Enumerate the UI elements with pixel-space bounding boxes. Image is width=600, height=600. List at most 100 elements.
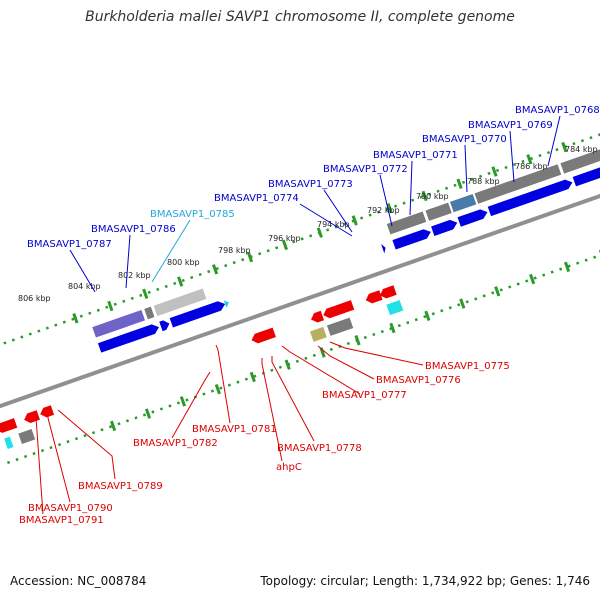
feature-block[interactable] xyxy=(386,300,404,316)
major-tick xyxy=(214,383,221,395)
major-tick xyxy=(351,215,358,226)
leader-line xyxy=(409,160,413,216)
leader-line xyxy=(215,344,231,424)
gene-label[interactable]: BMASAVP1_0771 xyxy=(373,150,458,161)
gene-label[interactable]: BMASAVP1_0785 xyxy=(150,209,235,220)
feature-block[interactable] xyxy=(474,164,562,204)
cds-arrow[interactable] xyxy=(487,178,574,217)
feature-block[interactable] xyxy=(326,317,354,336)
leader-line xyxy=(69,249,96,293)
gene-label[interactable]: BMASAVP1_0769 xyxy=(468,120,553,131)
feature-block[interactable] xyxy=(450,193,477,213)
tick-label: 786 kbp xyxy=(515,162,548,171)
reverse-dotted-track xyxy=(6,240,600,465)
cds-arrow[interactable] xyxy=(431,218,459,236)
leader-line xyxy=(509,130,515,183)
major-tick xyxy=(177,276,184,287)
gene-label[interactable]: BMASAVP1_0787 xyxy=(27,239,112,250)
gene-label[interactable]: BMASAVP1_0790 xyxy=(28,503,113,514)
tick-label: 804 kbp xyxy=(68,282,101,291)
cds-arrow[interactable] xyxy=(39,405,55,419)
leader-line xyxy=(329,341,424,366)
feature-block[interactable] xyxy=(386,211,427,235)
major-tick xyxy=(459,298,466,309)
gene-labels: BMASAVP1_0787BMASAVP1_0786BMASAVP1_0785B… xyxy=(19,105,600,526)
cds-arrow[interactable] xyxy=(381,243,387,254)
cds-arrow[interactable] xyxy=(309,310,325,324)
feature-block[interactable] xyxy=(4,436,14,449)
leader-line xyxy=(547,115,561,167)
major-tick xyxy=(563,261,571,273)
cds-arrow[interactable] xyxy=(223,299,230,308)
major-tick xyxy=(212,264,219,275)
leader-line xyxy=(299,203,353,237)
leader-lines xyxy=(35,115,561,515)
feature-block[interactable] xyxy=(92,309,146,338)
cds-arrow[interactable] xyxy=(457,207,490,227)
tick-label: 792 kbp xyxy=(367,206,400,215)
gene-label[interactable]: BMASAVP1_0770 xyxy=(422,134,507,145)
major-tick xyxy=(249,371,256,383)
leader-line xyxy=(57,409,116,480)
major-tick xyxy=(526,154,533,165)
feature-block[interactable] xyxy=(425,202,452,221)
genome-backbone xyxy=(0,186,600,412)
accession-text: Accession: NC_008784 xyxy=(10,574,147,588)
gene-label[interactable]: ahpC xyxy=(276,462,302,473)
feature-block[interactable] xyxy=(18,428,36,444)
gene-label[interactable]: BMASAVP1_0774 xyxy=(214,193,299,204)
major-tick xyxy=(144,408,152,419)
cds-arrow[interactable] xyxy=(364,290,383,305)
feature-block[interactable] xyxy=(309,326,327,342)
gene-label[interactable]: BMASAVP1_0768 xyxy=(515,105,600,116)
gene-label[interactable]: BMASAVP1_0781 xyxy=(192,424,277,435)
gene-label[interactable]: BMASAVP1_0778 xyxy=(277,443,362,454)
feature-block[interactable] xyxy=(144,306,155,320)
major-tick xyxy=(281,239,289,251)
major-tick xyxy=(316,227,323,238)
leader-line xyxy=(317,345,375,380)
major-tick xyxy=(284,359,291,370)
tick-label: 784 kbp xyxy=(565,145,598,154)
major-tick xyxy=(72,313,79,324)
reverse-feature-row xyxy=(4,300,404,449)
major-tick xyxy=(179,396,187,407)
leader-line xyxy=(35,413,44,515)
leader-line xyxy=(379,174,393,227)
cds-arrow[interactable] xyxy=(572,163,600,187)
cds-arrow[interactable] xyxy=(169,299,227,328)
major-ticks xyxy=(72,141,600,432)
cds-arrow[interactable] xyxy=(250,327,276,345)
major-tick xyxy=(246,251,254,263)
tick-label: 806 kbp xyxy=(18,294,51,303)
reverse-cds-row xyxy=(0,285,397,434)
gene-label[interactable]: BMASAVP1_0789 xyxy=(78,481,163,492)
map-title: Burkholderia mallei SAVP1 chromosome II,… xyxy=(85,9,515,25)
feature-block[interactable] xyxy=(560,143,600,174)
leader-line xyxy=(464,144,468,193)
cds-arrow[interactable] xyxy=(22,410,40,424)
gene-label[interactable]: BMASAVP1_0791 xyxy=(19,515,104,526)
tick-label: 790 kbp xyxy=(416,192,449,201)
cds-arrow[interactable] xyxy=(322,300,355,320)
gene-label[interactable]: BMASAVP1_0786 xyxy=(91,224,176,235)
gene-label[interactable]: BMASAVP1_0777 xyxy=(322,390,407,401)
major-tick xyxy=(494,286,501,297)
cds-arrow[interactable] xyxy=(0,418,18,434)
major-tick xyxy=(110,420,117,432)
gene-label[interactable]: BMASAVP1_0776 xyxy=(376,375,461,386)
cds-arrow[interactable] xyxy=(159,319,171,332)
leader-line xyxy=(47,413,71,503)
major-tick xyxy=(424,310,431,322)
gene-label[interactable]: BMASAVP1_0782 xyxy=(133,438,218,449)
leader-line xyxy=(271,356,315,442)
cds-arrow[interactable] xyxy=(378,285,397,300)
gene-label[interactable]: BMASAVP1_0772 xyxy=(323,164,408,175)
gene-label[interactable]: BMASAVP1_0773 xyxy=(268,179,353,190)
cds-arrow[interactable] xyxy=(97,322,161,353)
major-tick xyxy=(491,166,498,177)
feature-block[interactable] xyxy=(153,288,207,317)
cds-arrow[interactable] xyxy=(392,227,432,250)
gene-label[interactable]: BMASAVP1_0775 xyxy=(425,361,510,372)
